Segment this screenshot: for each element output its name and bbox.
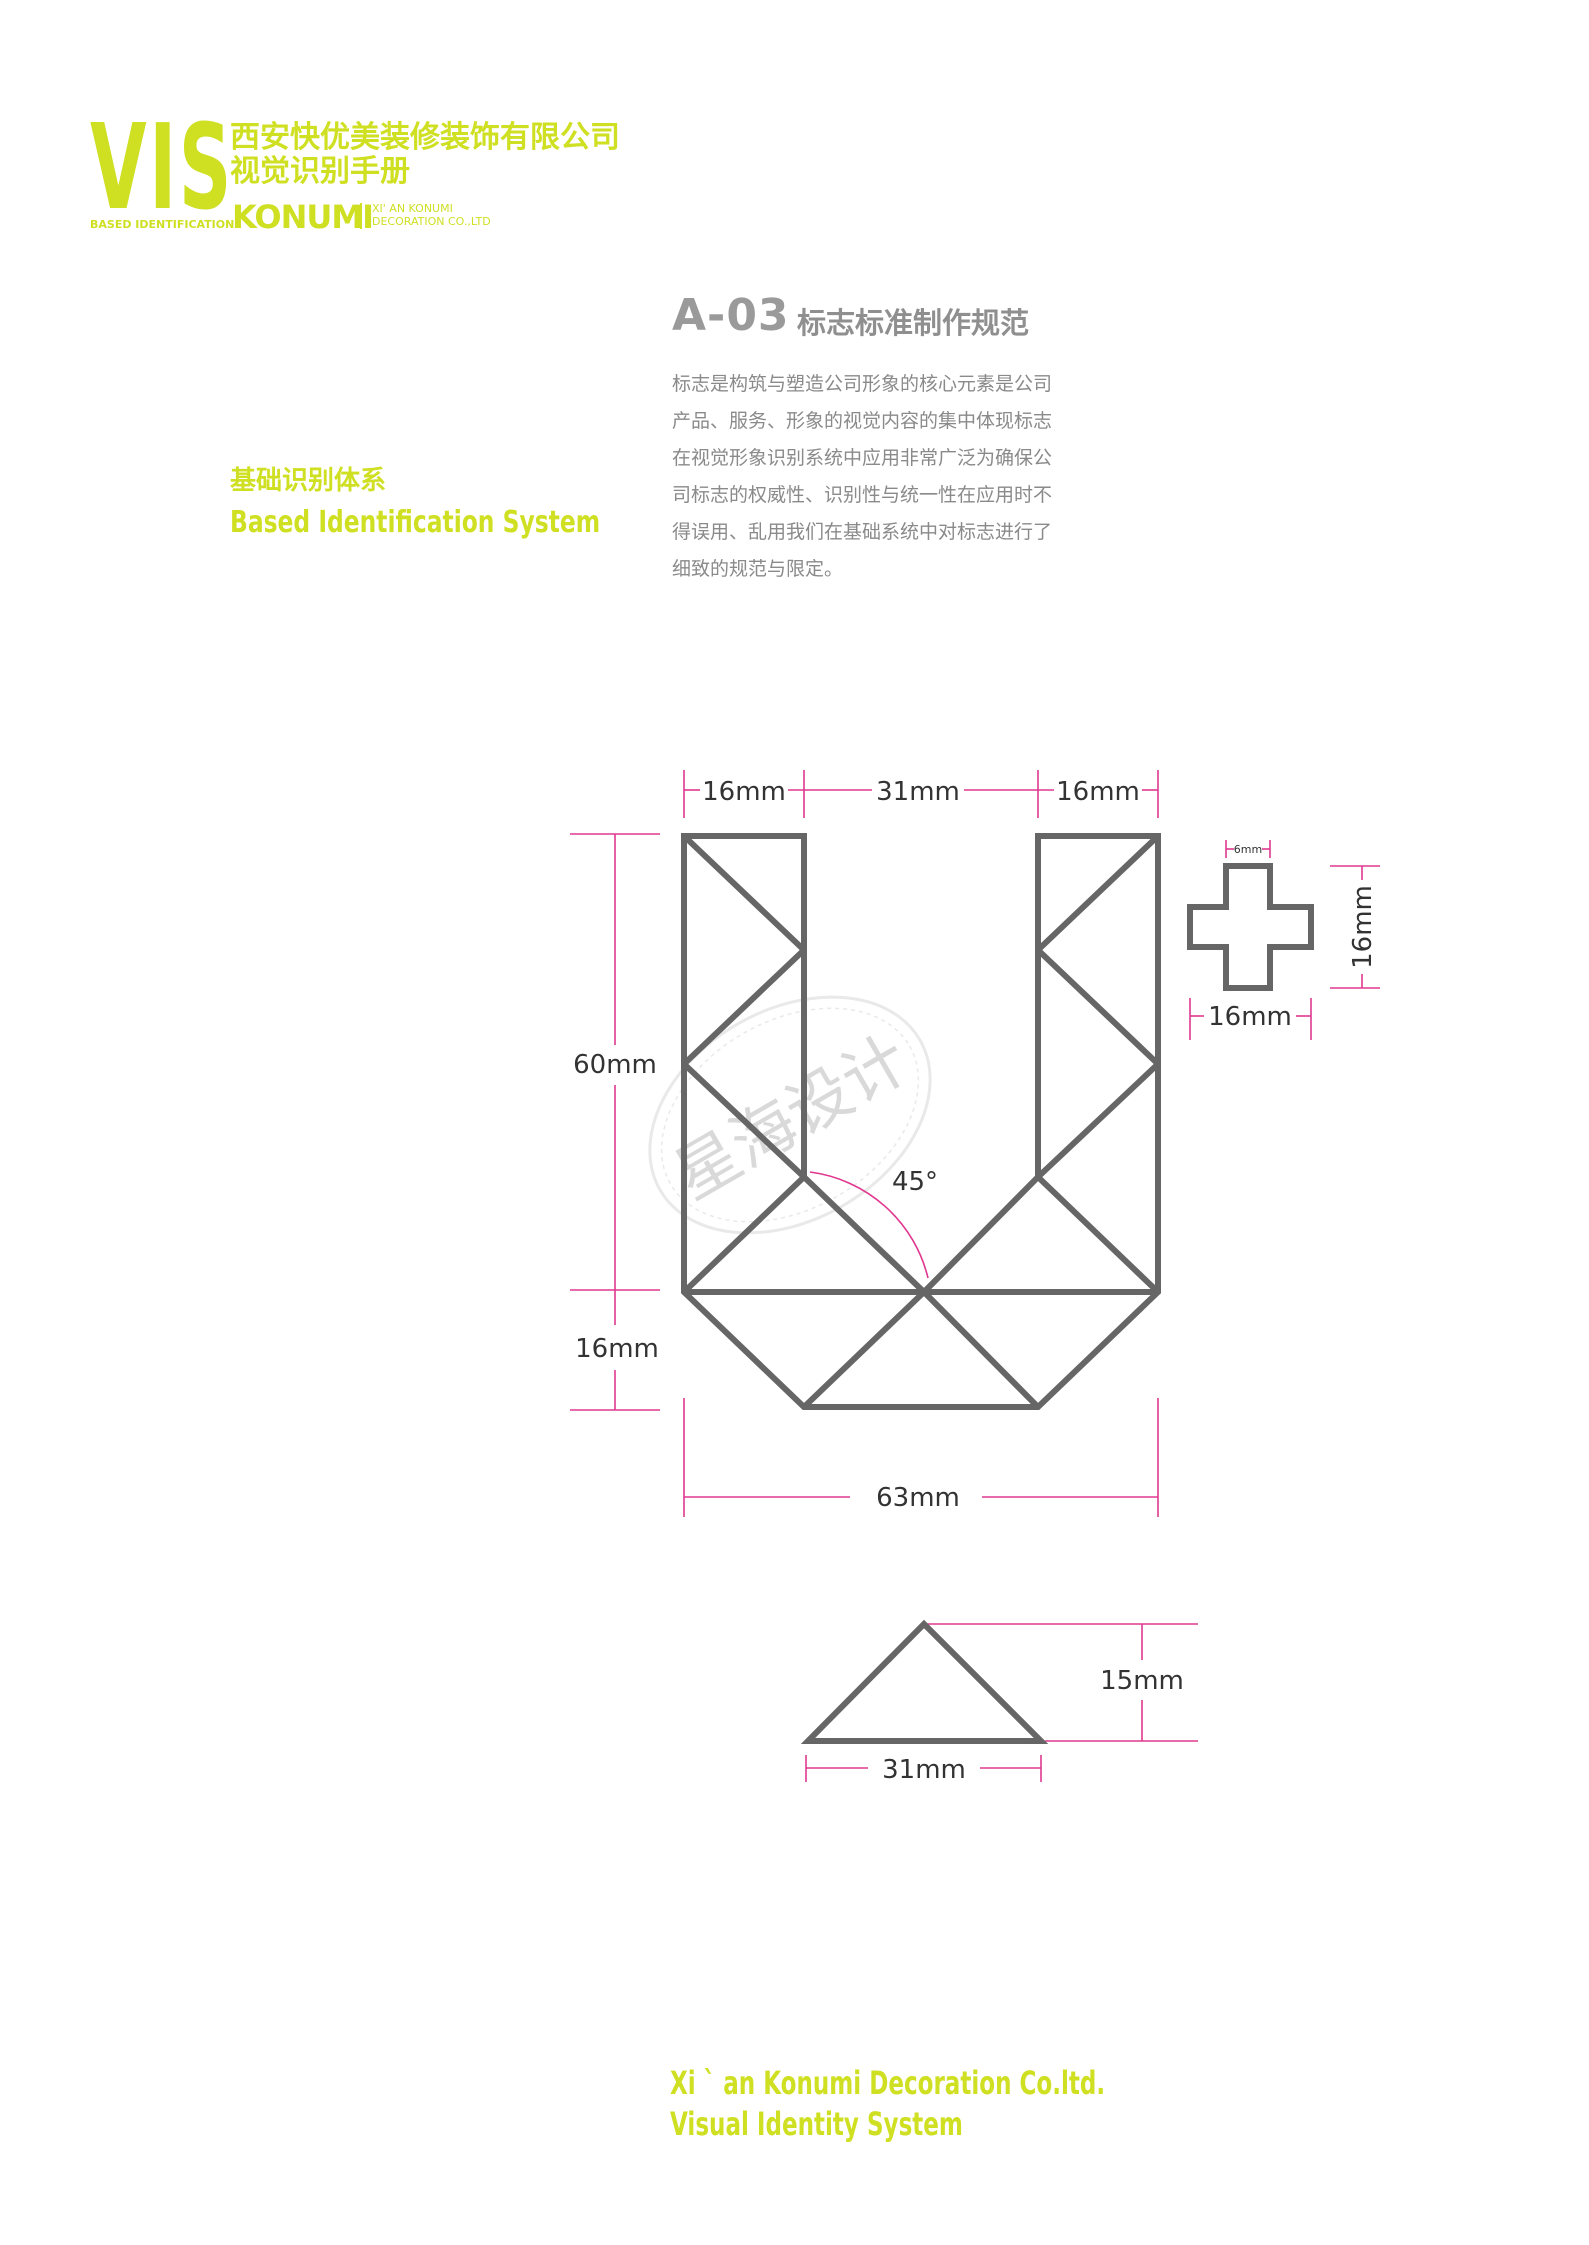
dim-top-middle: 31mm — [876, 777, 960, 807]
cross-shape — [1187, 863, 1314, 991]
company-name: 西安快优美装修装饰有限公司 — [230, 120, 620, 155]
description-line: 司标志的权威性、识别性与统一性在应用时不 — [672, 484, 1053, 506]
system-name-cn: 基础识别体系 — [230, 466, 387, 496]
angle-label: 45° — [892, 1167, 938, 1197]
dim-left-upper: 60mm — [573, 1050, 657, 1080]
description-line: 得误用、乱用我们在基础系统中对标志进行了 — [672, 521, 1053, 543]
logo-shape — [681, 833, 1161, 1410]
description-line: 产品、服务、形象的视觉内容的集中体现标志 — [672, 410, 1053, 432]
footer-company: Xi ` an Konumi Decoration Co.ltd. — [670, 2064, 1106, 2102]
brand-en-line2: DECORATION CO.,LTD — [372, 215, 491, 228]
section-description: 标志是构筑与塑造公司形象的核心元素是公司 产品、服务、形象的视觉内容的集中体现标… — [672, 366, 1072, 588]
vis-mark: VIS — [90, 98, 234, 236]
brand-name: KONUMI — [232, 198, 374, 236]
manual-title: 视觉识别手册 — [230, 154, 410, 189]
dim-left-lower: 16mm — [575, 1334, 659, 1364]
brand-en-line1: XI' AN KONUMI — [372, 202, 453, 215]
dim-top-left: 16mm — [702, 777, 786, 807]
triangle-shape — [800, 1619, 1049, 1744]
vis-tagline: BASED IDENTIFICATION — [90, 218, 235, 231]
description-line: 标志是构筑与塑造公司形象的核心元素是公司 — [672, 373, 1053, 395]
section-code: A-03 — [672, 290, 790, 341]
dim-triangle-base: 31mm — [882, 1755, 966, 1785]
dim-cross-bottom: 16mm — [1208, 1002, 1292, 1032]
dimension-lines — [570, 770, 1380, 1782]
section-title: 标志标准制作规范 — [797, 306, 1030, 340]
dim-triangle-height: 15mm — [1100, 1666, 1184, 1696]
description-line: 细致的规范与限定。 — [672, 558, 844, 580]
description-line: 在视觉形象识别系统中应用非常广泛为确保公 — [672, 447, 1053, 469]
dim-cross-top: 6mm — [1234, 843, 1262, 856]
system-name-en: Based Identification System — [230, 505, 601, 540]
footer-system: Visual Identity System — [670, 2105, 963, 2143]
dim-cross-side: 16mm — [1348, 885, 1378, 969]
brand-divider — [360, 203, 362, 229]
dim-top-right: 16mm — [1056, 777, 1140, 807]
dim-bottom: 63mm — [876, 1483, 960, 1513]
watermark-stamp: 星海设计 — [648, 995, 932, 1235]
